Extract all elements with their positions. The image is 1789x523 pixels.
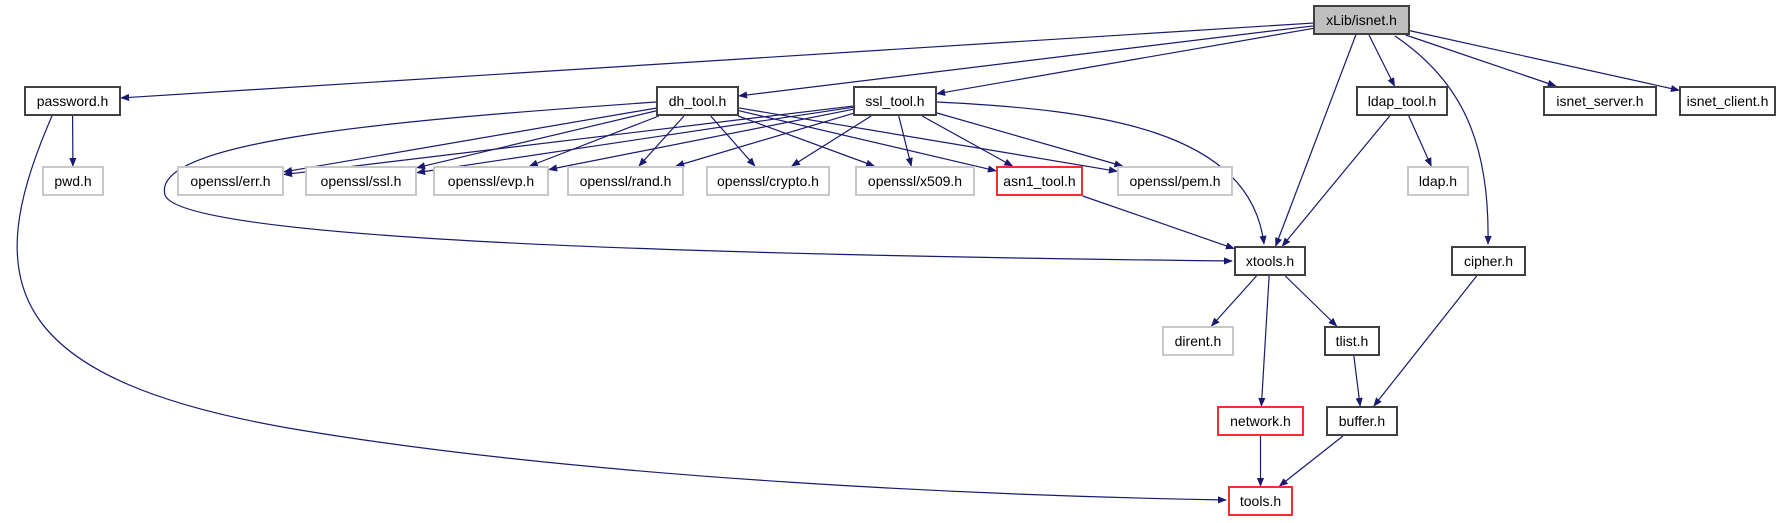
- edge-isnet-to-dh-tool: [738, 25, 1314, 99]
- node-label: xtools.h: [1245, 253, 1295, 269]
- node-label: openssl/evp.h: [447, 173, 535, 189]
- node-label: ldap.h: [1418, 173, 1458, 189]
- node-label: dirent.h: [1174, 333, 1222, 349]
- node-label: openssl/crypto.h: [717, 173, 819, 189]
- node-tlist[interactable]: tlist.h: [1324, 326, 1380, 356]
- node-label: asn1_tool.h: [1003, 173, 1076, 189]
- edge-dh-tool-to-evp: [528, 115, 659, 167]
- edge-dh-tool-to-err: [283, 107, 657, 175]
- edge-isnet-to-cipher: [1394, 35, 1492, 245]
- node-label: openssl/x509.h: [867, 173, 963, 189]
- node-label: network.h: [1230, 413, 1291, 429]
- edge-ssl-tool-to-rand: [675, 112, 854, 168]
- node-label: openssl/err.h: [190, 173, 271, 189]
- edge-xtools-to-network: [1258, 275, 1270, 407]
- node-label: dh_tool.h: [668, 93, 727, 109]
- edge-isnet-to-password: [120, 22, 1314, 102]
- edge-dh-tool-to-rand: [638, 115, 685, 167]
- edge-ssl-tool-to-crypto: [791, 115, 872, 167]
- node-label: openssl/rand.h: [579, 173, 672, 189]
- edge-dh-tool-to-crypto: [710, 115, 756, 167]
- node-label: cipher.h: [1463, 253, 1514, 269]
- node-dirent[interactable]: dirent.h: [1162, 326, 1234, 356]
- node-password[interactable]: password.h: [24, 86, 121, 116]
- edge-ssl-tool-to-evp: [548, 108, 854, 172]
- edge-tlist-to-buffer: [1353, 355, 1363, 407]
- node-ldap-tool[interactable]: ldap_tool.h: [1356, 86, 1448, 116]
- node-label: buffer.h: [1338, 413, 1386, 429]
- node-ldap[interactable]: ldap.h: [1407, 166, 1469, 196]
- edge-dh-tool-to-asn1-tool: [738, 110, 997, 173]
- node-tools[interactable]: tools.h: [1228, 486, 1293, 516]
- edge-password-to-tools: [16, 115, 1227, 504]
- node-dh-tool[interactable]: dh_tool.h: [656, 86, 739, 116]
- node-xtools[interactable]: xtools.h: [1234, 246, 1306, 276]
- edge-ssl-tool-to-pem: [936, 112, 1124, 168]
- node-label: xLib/isnet.h: [1326, 12, 1397, 28]
- node-isnet-server[interactable]: isnet_server.h: [1543, 86, 1657, 116]
- edge-dh-tool-to-x509: [738, 115, 876, 167]
- node-asn1-tool[interactable]: asn1_tool.h: [996, 166, 1083, 196]
- edge-ssl-tool-to-asn1-tool: [921, 115, 1014, 167]
- node-label: tlist.h: [1335, 333, 1369, 349]
- node-x509[interactable]: openssl/x509.h: [855, 166, 975, 196]
- edge-ssl-tool-to-err: [283, 105, 854, 178]
- node-label: ldap_tool.h: [1367, 93, 1437, 109]
- edge-isnet-to-xtools: [1275, 34, 1357, 247]
- node-label: openssl/pem.h: [1129, 173, 1221, 189]
- edge-buffer-to-tools: [1278, 435, 1344, 487]
- node-isnet-client[interactable]: isnet_client.h: [1679, 86, 1776, 116]
- edge-ssl-tool-to-ssl: [416, 106, 854, 175]
- edge-xtools-to-tlist: [1284, 275, 1338, 327]
- edge-dh-tool-to-pem: [738, 107, 1118, 174]
- node-evp[interactable]: openssl/evp.h: [433, 166, 549, 196]
- node-ssl[interactable]: openssl/ssl.h: [305, 166, 417, 196]
- edge-xtools-to-dirent: [1210, 275, 1257, 327]
- node-pem[interactable]: openssl/pem.h: [1117, 166, 1233, 196]
- edge-ldap-tool-to-xtools: [1281, 115, 1391, 247]
- node-label: password.h: [36, 93, 109, 109]
- edge-ssl-tool-to-x509: [898, 115, 913, 167]
- node-buffer[interactable]: buffer.h: [1326, 406, 1398, 436]
- edge-dh-tool-to-ssl: [416, 110, 657, 170]
- node-err[interactable]: openssl/err.h: [177, 166, 284, 196]
- edge-isnet-to-isnet-server: [1405, 34, 1557, 87]
- node-label: ssl_tool.h: [865, 93, 925, 109]
- edge-asn1-tool-to-xtools: [1082, 195, 1235, 250]
- node-ssl-tool[interactable]: ssl_tool.h: [853, 86, 937, 116]
- edge-cipher-to-buffer: [1373, 275, 1478, 407]
- node-crypto[interactable]: openssl/crypto.h: [706, 166, 830, 196]
- edge-isnet-to-ldap-tool: [1368, 34, 1396, 87]
- edge-isnet-to-isnet-client: [1409, 30, 1680, 93]
- node-isnet[interactable]: xLib/isnet.h: [1313, 5, 1410, 35]
- edge-ssl-tool-to-xtools: [936, 101, 1267, 245]
- node-label: tools.h: [1239, 493, 1282, 509]
- edge-ldap-tool-to-ldap: [1408, 115, 1432, 167]
- node-label: openssl/ssl.h: [320, 173, 402, 189]
- node-cipher[interactable]: cipher.h: [1451, 246, 1526, 276]
- node-rand[interactable]: openssl/rand.h: [567, 166, 684, 196]
- node-pwd[interactable]: pwd.h: [42, 166, 104, 196]
- node-label: isnet_client.h: [1686, 93, 1769, 109]
- edge-isnet-to-ssl-tool: [936, 27, 1314, 96]
- edge-dh-tool-to-xtools: [163, 101, 1233, 265]
- node-network[interactable]: network.h: [1217, 406, 1304, 436]
- node-label: pwd.h: [54, 173, 92, 189]
- node-label: isnet_server.h: [1556, 93, 1644, 109]
